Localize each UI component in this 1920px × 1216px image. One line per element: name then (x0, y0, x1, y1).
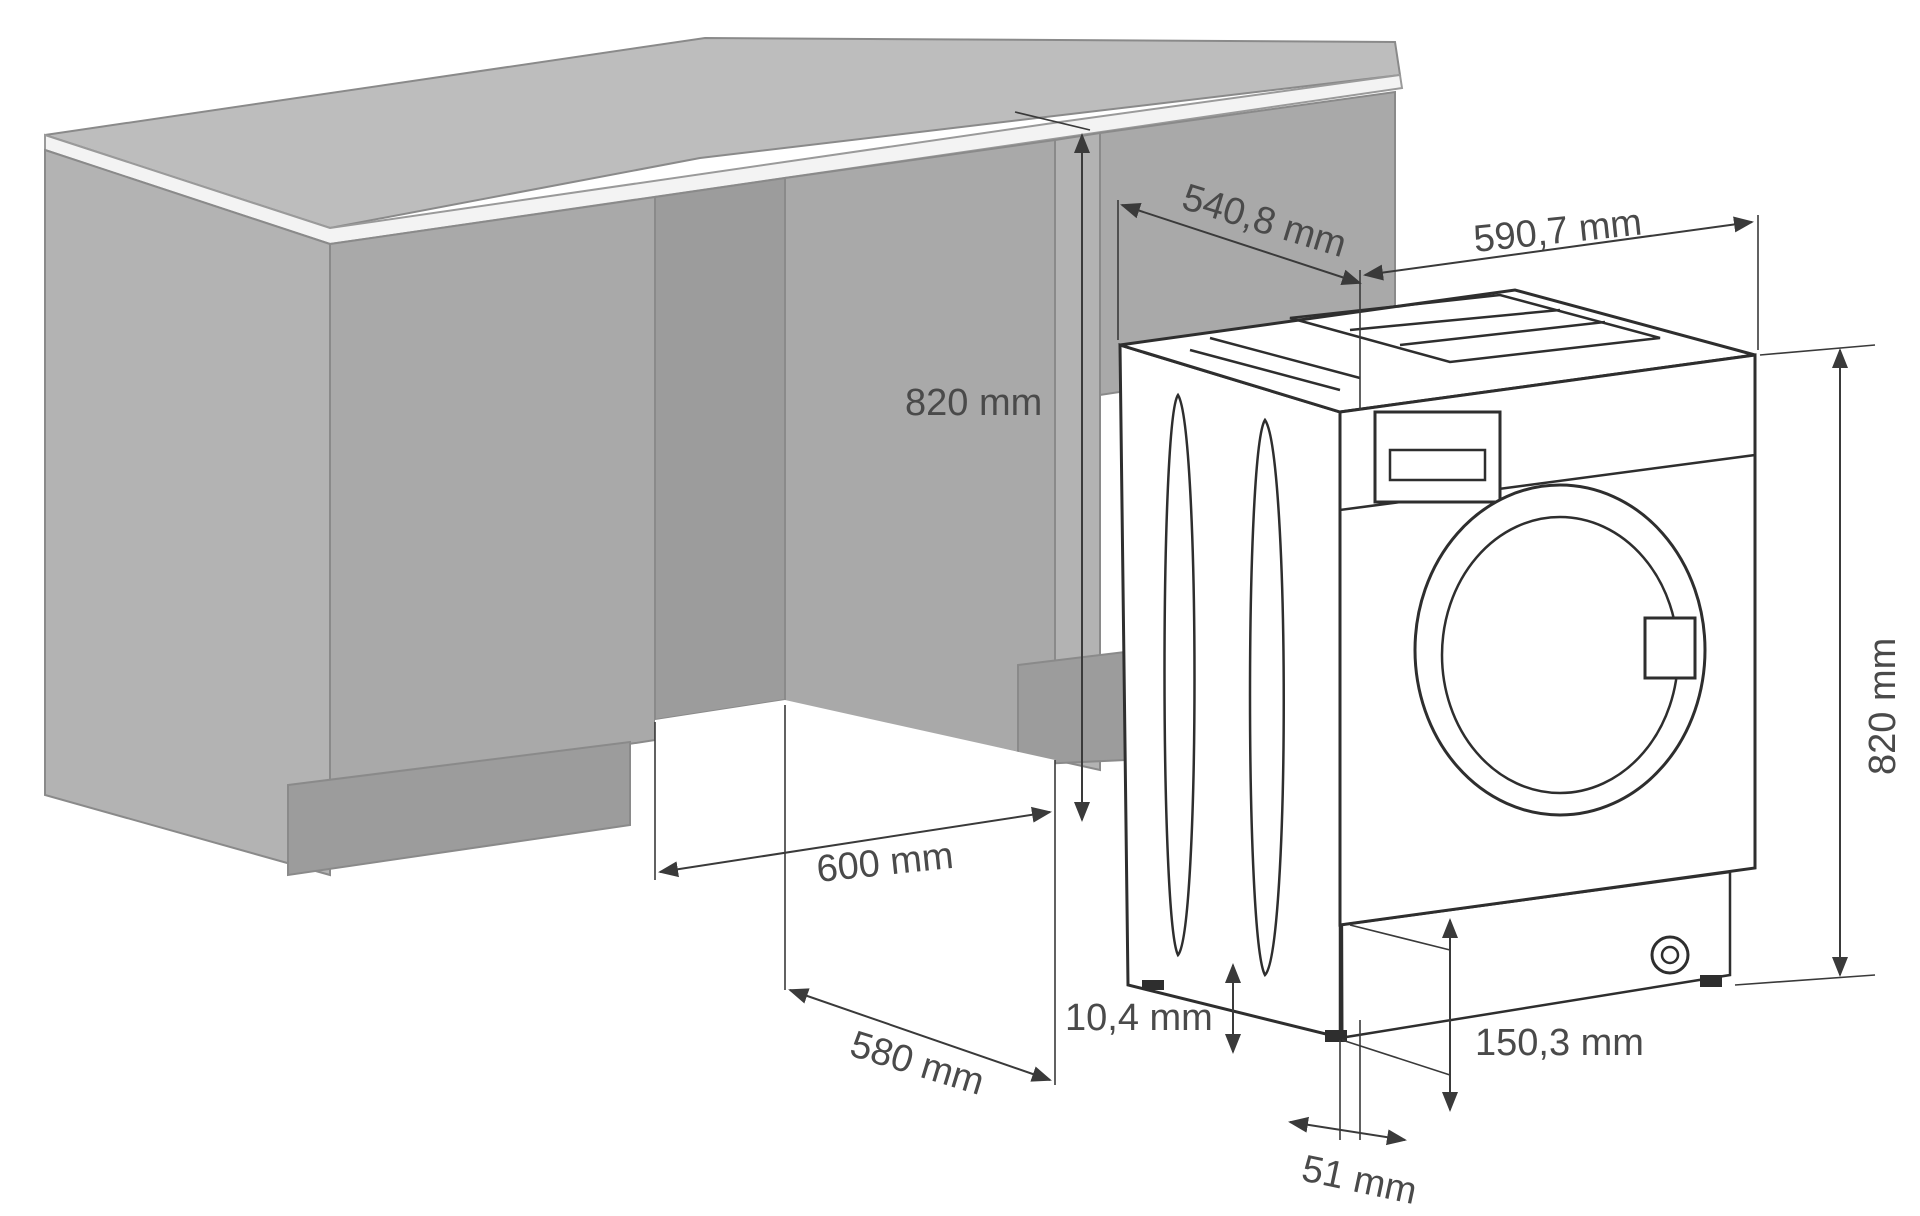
detergent-drawer (1373, 410, 1502, 504)
top-tray (1289, 293, 1661, 364)
label-cabinet-depth: 580 mm (845, 1023, 989, 1103)
side-rib (1248, 417, 1285, 978)
label-plinth-depth: 150,3 mm (1475, 1022, 1644, 1064)
door-ring (1413, 483, 1707, 817)
label-foot-height: 10,4 mm (1065, 997, 1213, 1039)
drawer-handle (1388, 448, 1487, 482)
label-machine-width: 590,7 mm (1472, 202, 1644, 261)
side-rib (1163, 392, 1196, 958)
control-strip (1338, 353, 1757, 512)
machine-side (1118, 342, 1344, 1040)
foot (1700, 975, 1722, 987)
right-plinth (1017, 650, 1126, 767)
foot (1142, 980, 1164, 990)
left-cabinet-side (44, 148, 331, 877)
right-cabinet-front (784, 138, 1056, 762)
niche-back-left (654, 176, 786, 722)
dimension-labels: 820 mm 600 mm 580 mm 540,8 mm 590,7 mm 8… (815, 176, 1904, 1213)
drain-pump-cap (1650, 935, 1690, 975)
machine-base (1338, 870, 1732, 1040)
left-cabinet-front (329, 195, 656, 792)
label-machine-height: 820 mm (1862, 638, 1904, 775)
label-front-offset: 51 mm (1298, 1148, 1420, 1211)
door-handle (1643, 616, 1697, 680)
washing-machine (1118, 288, 1757, 1042)
dimension-lines (654, 111, 1876, 1146)
foot (1325, 1030, 1347, 1042)
label-cabinet-height: 820 mm (905, 382, 1042, 424)
left-plinth (287, 740, 631, 877)
